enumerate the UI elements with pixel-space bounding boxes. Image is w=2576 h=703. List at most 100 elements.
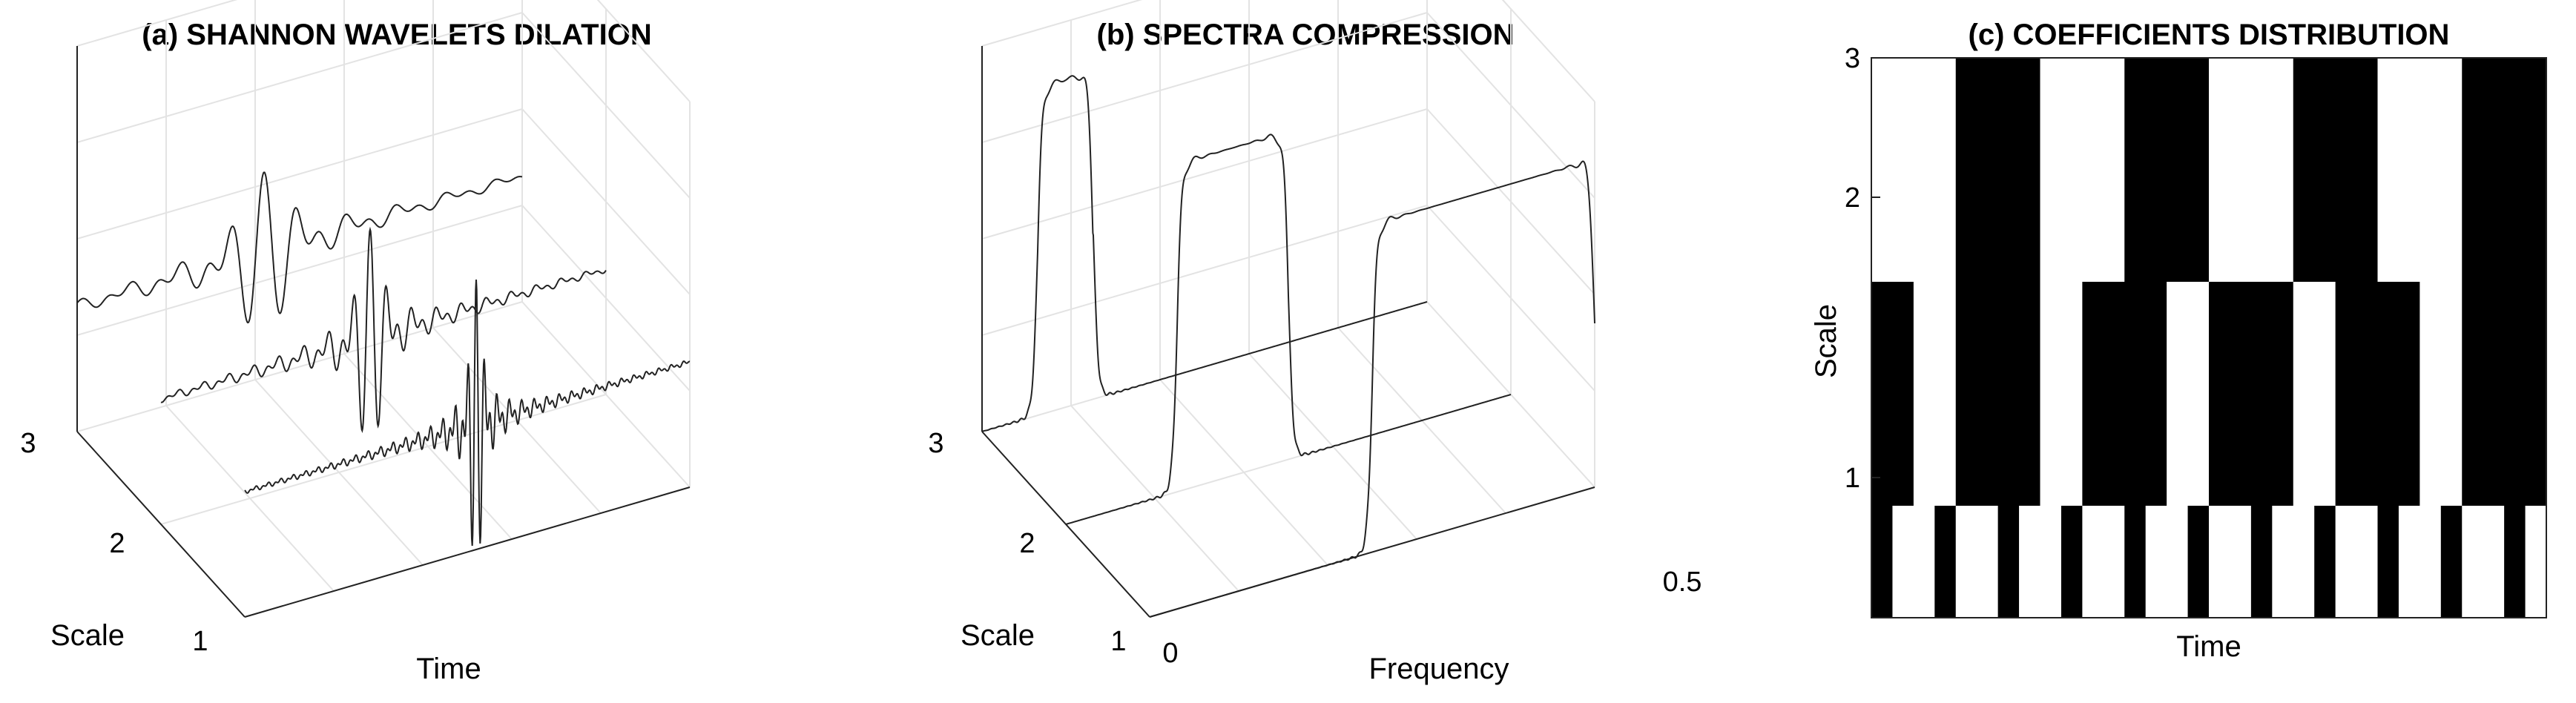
- panel-a-xlabel: Time: [416, 653, 481, 685]
- coefficient-cell: [1997, 506, 2020, 618]
- coefficient-cell: [2040, 58, 2062, 282]
- coefficient-cell: [2377, 282, 2399, 506]
- coefficient-cell: [1977, 506, 1999, 618]
- panel-b-back-wall-horizontal: [981, 108, 1428, 240]
- panel-b-side-wall-horizontal: [1501, 0, 1595, 102]
- panel-a-floor-grid-scale: [160, 394, 607, 525]
- panel-b-traces: [981, 75, 1595, 618]
- coefficient-cell: [2525, 282, 2547, 506]
- spectrum-trace-scale-1: [1149, 160, 1595, 618]
- coefficient-cell: [2272, 58, 2294, 282]
- panel-b-x-tick-0.5: 0.5: [1663, 567, 1702, 598]
- coefficient-cell: [2040, 282, 2062, 506]
- coefficient-cell: [1934, 282, 1957, 506]
- panel-c-ytick-label-3: 3: [1845, 43, 1860, 74]
- coefficient-cell: [1977, 58, 1999, 282]
- coefficient-cell: [2019, 282, 2041, 506]
- coefficient-cell: [2483, 58, 2505, 282]
- coefficient-cell: [2061, 58, 2083, 282]
- coefficient-cell: [2356, 58, 2379, 282]
- coefficient-cell: [2103, 58, 2125, 282]
- coefficient-cell: [2272, 282, 2294, 506]
- coefficient-cell: [2209, 282, 2231, 506]
- coefficient-cell: [2335, 58, 2357, 282]
- coefficient-cell: [2145, 282, 2167, 506]
- coefficient-cell: [2167, 282, 2189, 506]
- coefficient-cell: [2040, 506, 2062, 618]
- panel-a-floor-grid-time: [165, 405, 335, 592]
- coefficient-cell: [2525, 506, 2547, 618]
- panel-a-scale-tick-3: 3: [20, 428, 36, 459]
- panel-a-back-wall-horizontal: [76, 12, 523, 143]
- panel-a-side-wall-horizontal: [521, 12, 691, 199]
- coefficient-cell: [2167, 58, 2189, 282]
- coefficient-cell: [2504, 282, 2526, 506]
- coefficient-cell: [2462, 282, 2484, 506]
- coefficient-cell: [2145, 506, 2167, 618]
- panel-b-scale-tick-3: 3: [928, 428, 943, 459]
- panel-c-heatmap: [1871, 58, 2547, 618]
- panel-c-xlabel: Time: [2176, 630, 2241, 663]
- coefficient-cell: [2483, 506, 2505, 618]
- panel-b-spectra: (b) SPECTRA COMPRESSION 1 2 3 0 0.5 Scal…: [928, 0, 1702, 685]
- panel-a-traces: [76, 171, 691, 547]
- coefficient-cell: [2377, 506, 2399, 618]
- panel-b-side-wall-horizontal: [1426, 205, 1595, 392]
- panel-c-ylabel: Scale: [1810, 304, 1842, 378]
- coefficient-cell: [2440, 282, 2463, 506]
- coefficient-cell: [2398, 506, 2420, 618]
- coefficient-cell: [2293, 506, 2315, 618]
- panel-b-back-wall-horizontal: [981, 12, 1428, 143]
- panel-a-floor-grid-time: [343, 353, 513, 540]
- coefficient-cell: [1997, 282, 2020, 506]
- coefficient-cell: [1955, 58, 1977, 282]
- panel-a-back-wall-horizontal: [76, 205, 523, 336]
- coefficient-cell: [2019, 506, 2041, 618]
- panel-a-scale-tick-2: 2: [109, 528, 125, 559]
- wavelet-trace-scale-1: [244, 279, 691, 547]
- spectrum-trace-scale-2: [1065, 133, 1512, 525]
- coefficient-cell: [1871, 506, 1894, 618]
- panel-c-coefficients: (c) COEFFICIENTS DISTRIBUTION 3 2 1 Scal…: [1810, 19, 2547, 663]
- panel-a-back-wall-horizontal: [76, 108, 523, 240]
- coefficient-cell: [2462, 506, 2484, 618]
- panel-c-ytick-label-2: 2: [1845, 182, 1860, 214]
- panel-a-back-wall-horizontal: [76, 0, 238, 47]
- panel-b-back-wall-horizontal: [981, 0, 1143, 47]
- panel-a-ylabel: Scale: [50, 619, 125, 652]
- coefficient-cell: [2250, 506, 2273, 618]
- panel-b-floor-grid-time: [1159, 379, 1328, 566]
- panel-a-floor-grid-scale: [76, 301, 523, 432]
- spectrum-trace-scale-3: [981, 75, 1428, 432]
- panel-a-title: (a) SHANNON WAVELETS DILATION: [142, 19, 651, 51]
- coefficient-cell: [2230, 506, 2252, 618]
- panel-b-title: (b) SPECTRA COMPRESSION: [1097, 19, 1515, 51]
- panel-b-side-wall-horizontal: [1426, 108, 1595, 295]
- panel-a-side-wall-horizontal: [521, 108, 691, 295]
- coefficient-cell: [2293, 58, 2315, 282]
- coefficient-cell: [1934, 58, 1957, 282]
- coefficient-cell: [2314, 58, 2336, 282]
- panel-b-scale-tick-2: 2: [1019, 528, 1035, 559]
- coefficient-cell: [2356, 282, 2379, 506]
- panel-c-frame: [1871, 57, 2547, 618]
- panel-a-wavelets: (a) SHANNON WAVELETS DILATION 1 2 3 Scal…: [20, 0, 691, 685]
- coefficient-cell: [2103, 506, 2125, 618]
- coefficient-cell: [2230, 282, 2252, 506]
- coefficient-cell: [1892, 282, 1914, 506]
- coefficient-cell: [1913, 506, 1935, 618]
- panel-a-grid: [76, 0, 691, 618]
- coefficient-cell: [1955, 282, 1977, 506]
- coefficient-cell: [2124, 58, 2147, 282]
- coefficient-cell: [2124, 506, 2147, 618]
- coefficient-cell: [2103, 282, 2125, 506]
- coefficient-cell: [2504, 58, 2526, 282]
- coefficient-cell: [2124, 282, 2147, 506]
- coefficient-cell: [2419, 58, 2442, 282]
- coefficient-cell: [2250, 58, 2273, 282]
- panel-a-scale-tick-1: 1: [192, 626, 208, 657]
- coefficient-cell: [2167, 506, 2189, 618]
- panel-a-side-wall-horizontal: [596, 0, 691, 102]
- coefficient-cell: [1977, 282, 1999, 506]
